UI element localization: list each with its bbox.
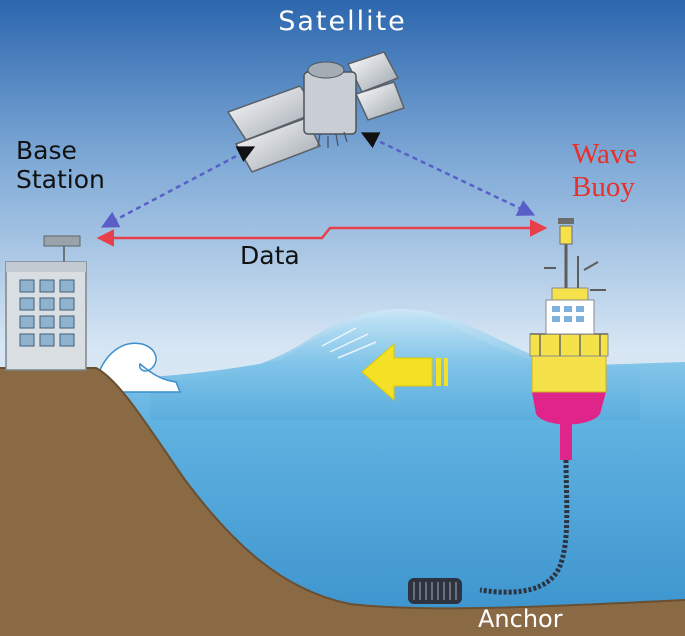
wave-buoy-icon [529, 218, 609, 460]
satellite-label: Satellite [278, 6, 407, 37]
seabed-land [0, 368, 685, 636]
mooring-chain [479, 459, 570, 595]
satellite-icon [226, 51, 405, 173]
data-label: Data [240, 241, 300, 270]
wave-direction-arrow-icon [361, 342, 448, 402]
anchor-label: Anchor [478, 605, 563, 633]
base-station-building-icon [5, 235, 87, 371]
anchor-icon [408, 578, 462, 604]
wave-buoy-label: Wave Buoy [572, 138, 638, 204]
base-station-label: Base Station [16, 136, 105, 194]
data-link [96, 219, 548, 247]
wave-lines [321, 327, 377, 359]
breaking-wave [99, 342, 182, 393]
satellite-link-buoy [371, 136, 536, 216]
